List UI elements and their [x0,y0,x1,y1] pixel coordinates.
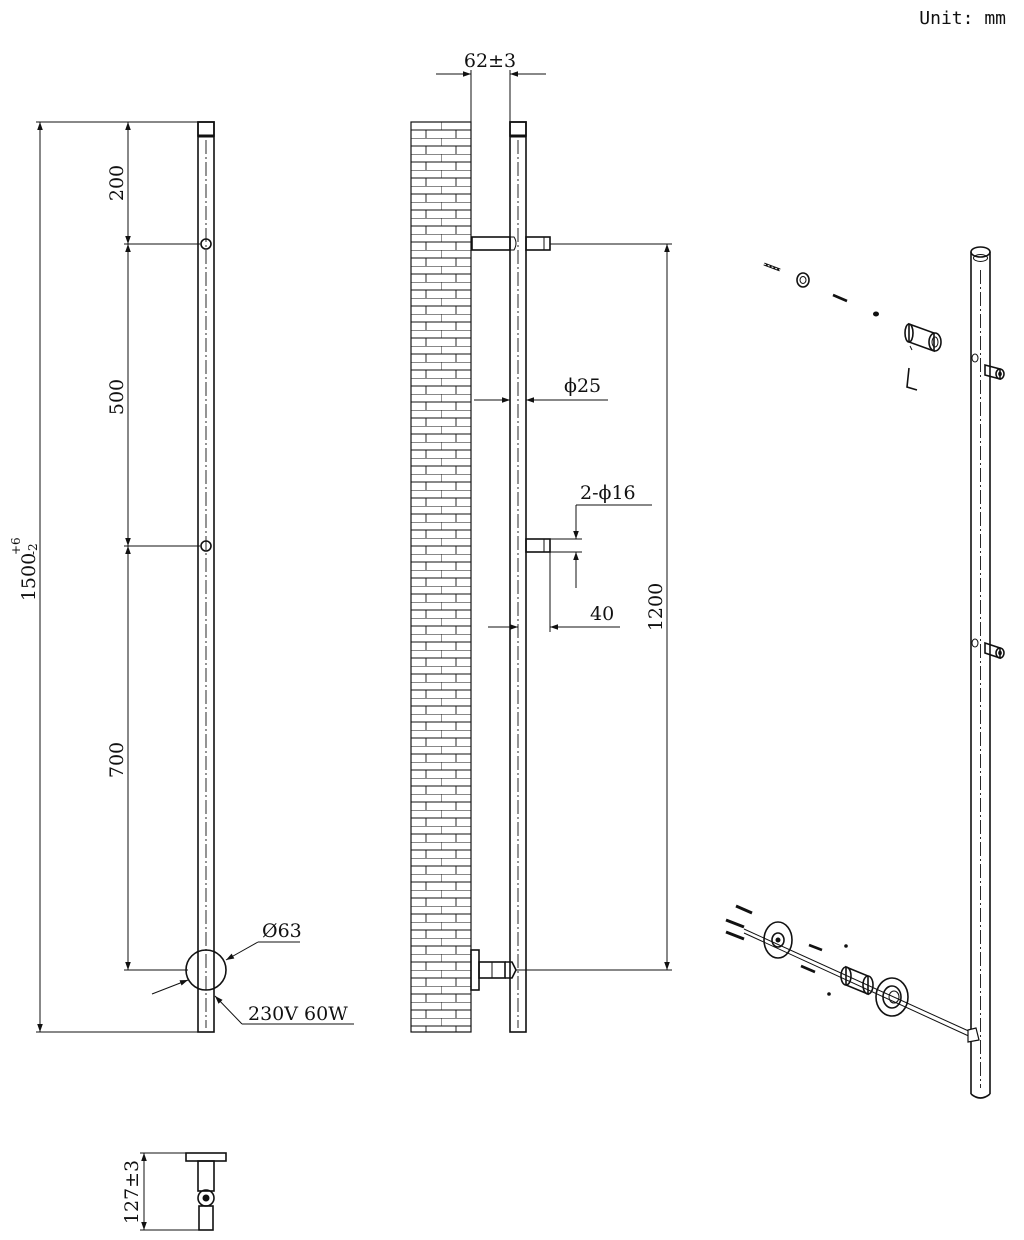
side-tube-cap [509,121,527,137]
dim-500: 500 [106,379,128,415]
dim-bracket-holes: 2-ϕ16 [580,482,636,504]
dim-700: 700 [106,742,128,778]
iso-top-hardware [763,262,942,391]
dim-200: 200 [106,165,128,201]
front-bracket-hole-top [200,238,212,250]
dim-wall-offset: 62±3 [464,50,516,72]
iso-tube [970,246,991,1099]
dim-base-diameter: Ø63 [262,920,302,942]
front-bracket-hole-middle [200,540,212,552]
dim-depth: 127±3 [121,1160,143,1224]
dim-projection: 40 [590,603,614,625]
dim-1500-tol-upper: +6 [9,537,23,555]
dim-1500: 1500 [18,553,40,601]
brick-wall [410,121,472,1033]
front-view: 200 500 700 1500 +6 -2 Ø63 230V 60W [9,121,354,1033]
top-view-arm [197,1160,215,1192]
dim-bracket-spacing: 1200 [645,583,667,631]
unit-label: Unit: mm [919,8,1006,29]
power-rating: 230V 60W [248,1003,348,1025]
iso-bracket-top [971,353,1005,381]
iso-bracket-middle [971,638,1005,660]
top-view-wall-plate [185,1152,227,1162]
isometric-view [725,246,1005,1099]
iso-bottom-hardware [725,904,980,1043]
dim-tube-diameter: ϕ25 [564,375,601,397]
dim-1500-tol-lower: -2 [26,543,40,555]
front-tube-cap [197,121,215,137]
side-view: 62±3 ϕ25 2-ϕ16 40 1200 [410,50,672,1033]
side-bracket-top [471,236,551,251]
side-bracket-middle [525,538,551,553]
top-view: 127±3 [121,1152,227,1231]
